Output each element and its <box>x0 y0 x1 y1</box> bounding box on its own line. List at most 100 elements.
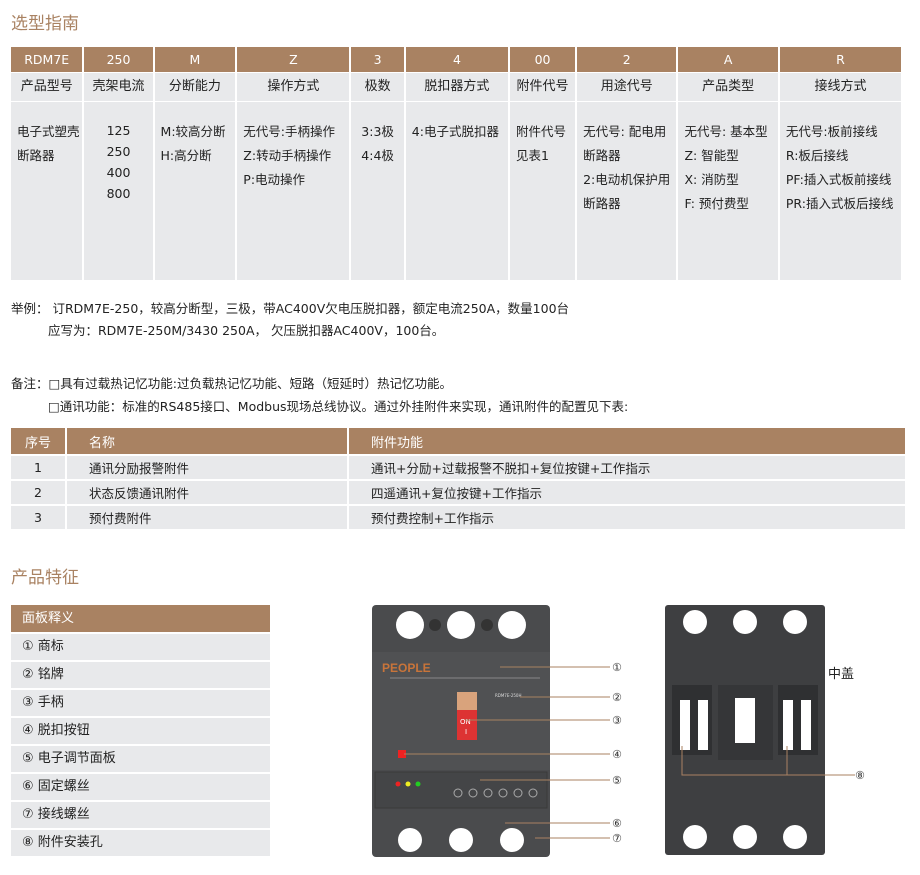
option-cell: 附件代号见表1 <box>510 102 576 280</box>
header-name: 名称 <box>67 428 349 454</box>
option-line: 3:3极 <box>361 124 394 139</box>
callout-8: ⑧ <box>855 769 865 782</box>
selection-title: 选型指南 <box>11 14 79 34</box>
row-name: 状态反馈通讯附件 <box>67 481 349 504</box>
option-line: PF:插入式板前接线 <box>785 172 892 187</box>
callout-6: ⑥ <box>612 817 622 830</box>
label-cell: 接线方式 <box>779 73 901 101</box>
option-line: 800 <box>106 186 131 201</box>
option-line: 无代号: 配电用 <box>583 124 667 139</box>
header-function: 附件功能 <box>349 428 905 454</box>
row-function: 通讯+分励+过载报警不脱扣+复位按键+工作指示 <box>349 456 905 479</box>
switch-i-label: I <box>465 728 467 736</box>
code-cell: 4 <box>405 47 509 72</box>
option-line: 无代号: 基本型 <box>684 124 768 139</box>
option-line: 2:电动机保护用 <box>583 172 671 187</box>
row-name: 预付费附件 <box>67 506 349 529</box>
label-cell: 分断能力 <box>154 73 236 101</box>
option-line: F: 预付费型 <box>684 196 749 211</box>
panel-legend-item: ⑧ 附件安装孔 <box>11 830 270 856</box>
brand-logo: PEOPLE <box>382 661 431 675</box>
callout-2: ② <box>612 691 622 704</box>
example-line-2: 应写为：RDM7E-250M/3430 250A， 欠压脱扣器AC400V，10… <box>48 323 445 338</box>
label-cell: 壳架电流 <box>84 73 153 101</box>
option-line: 断路器 <box>17 148 55 163</box>
panel-legend-item: ① 商标 <box>11 634 270 660</box>
row-index: 2 <box>11 481 67 504</box>
nameplate-model: RDM7E-250H <box>495 693 521 698</box>
option-cell: 3:3极 4:4极 <box>351 102 404 280</box>
row-function: 四遥通讯+复位按键+工作指示 <box>349 481 905 504</box>
option-line: 无代号:板前接线 <box>785 124 878 139</box>
row-function: 预付费控制+工作指示 <box>349 506 905 529</box>
callout-5: ⑤ <box>612 774 622 787</box>
option-line: 见表1 <box>516 148 549 163</box>
code-cell: 250 <box>84 47 153 72</box>
option-cell: 电子式塑壳断路器 <box>11 102 83 280</box>
middle-cover-image: 中盖 ⑧ <box>665 605 865 855</box>
option-line: 断路器 <box>583 148 621 163</box>
label-cell: 附件代号 <box>510 73 576 101</box>
row-index: 1 <box>11 456 67 479</box>
panel-legend-item: ⑥ 固定螺丝 <box>11 774 270 800</box>
label-cell: 产品型号 <box>11 73 83 101</box>
features-title: 产品特征 <box>11 568 79 588</box>
label-cell: 极数 <box>351 73 404 101</box>
row-name: 通讯分励报警附件 <box>67 456 349 479</box>
option-cell: 无代号:手柄操作 Z:转动手柄操作 P:电动操作 <box>237 102 350 280</box>
note-line-1: 备注：□具有过载热记忆功能:过负载热记忆功能、短路（短延时）热记忆功能。 <box>11 376 453 391</box>
panel-legend-item: ⑤ 电子调节面板 <box>11 746 270 772</box>
code-cell: 3 <box>351 47 404 72</box>
note-line-2: □通讯功能：标准的RS485接口、Modbus现场总线协议。通过外挂附件来实现，… <box>48 399 629 414</box>
option-cell: M:较高分断 H:高分断 <box>154 102 236 280</box>
code-cell: Z <box>237 47 350 72</box>
option-line: 4:4极 <box>361 148 394 163</box>
option-line: 断路器 <box>583 196 621 211</box>
row-index: 3 <box>11 506 67 529</box>
option-line: M:较高分断 <box>160 124 226 139</box>
code-cell: 00 <box>510 47 576 72</box>
callout-1: ① <box>612 661 622 674</box>
option-line: X: 消防型 <box>684 172 739 187</box>
panel-legend-item: ② 铭牌 <box>11 662 270 688</box>
trip-button <box>398 750 406 758</box>
label-cell: 操作方式 <box>237 73 350 101</box>
label-cell: 脱扣器方式 <box>405 73 509 101</box>
panel-legend-item: ⑦ 接线螺丝 <box>11 802 270 828</box>
option-line: 250 <box>106 144 131 159</box>
option-line: 125 <box>106 123 131 138</box>
code-cell: 2 <box>577 47 677 72</box>
option-line: P:电动操作 <box>243 172 306 187</box>
label-cell: 产品类型 <box>678 73 778 101</box>
option-line: 无代号:手柄操作 <box>243 124 336 139</box>
callout-7: ⑦ <box>612 832 622 845</box>
option-line: H:高分断 <box>160 148 212 163</box>
callout-4: ④ <box>612 748 622 761</box>
panel-legend-item: ④ 脱扣按钮 <box>11 718 270 744</box>
header-index: 序号 <box>11 428 67 454</box>
option-line: Z:转动手柄操作 <box>243 148 332 163</box>
code-cell: RDM7E <box>11 47 83 72</box>
panel-legend-item: ③ 手柄 <box>11 690 270 716</box>
code-cell: M <box>154 47 236 72</box>
option-line: R:板后接线 <box>785 148 849 163</box>
code-cell: A <box>678 47 778 72</box>
option-line: 附件代号 <box>516 124 567 139</box>
code-cell: R <box>779 47 901 72</box>
panel-legend-title: 面板释义 <box>11 605 270 632</box>
option-line: 电子式塑壳 <box>17 124 80 139</box>
callout-3: ③ <box>612 714 622 727</box>
label-cell: 用途代号 <box>577 73 677 101</box>
option-line: 4:电子式脱扣器 <box>411 124 499 139</box>
cover-label: 中盖 <box>828 667 854 682</box>
